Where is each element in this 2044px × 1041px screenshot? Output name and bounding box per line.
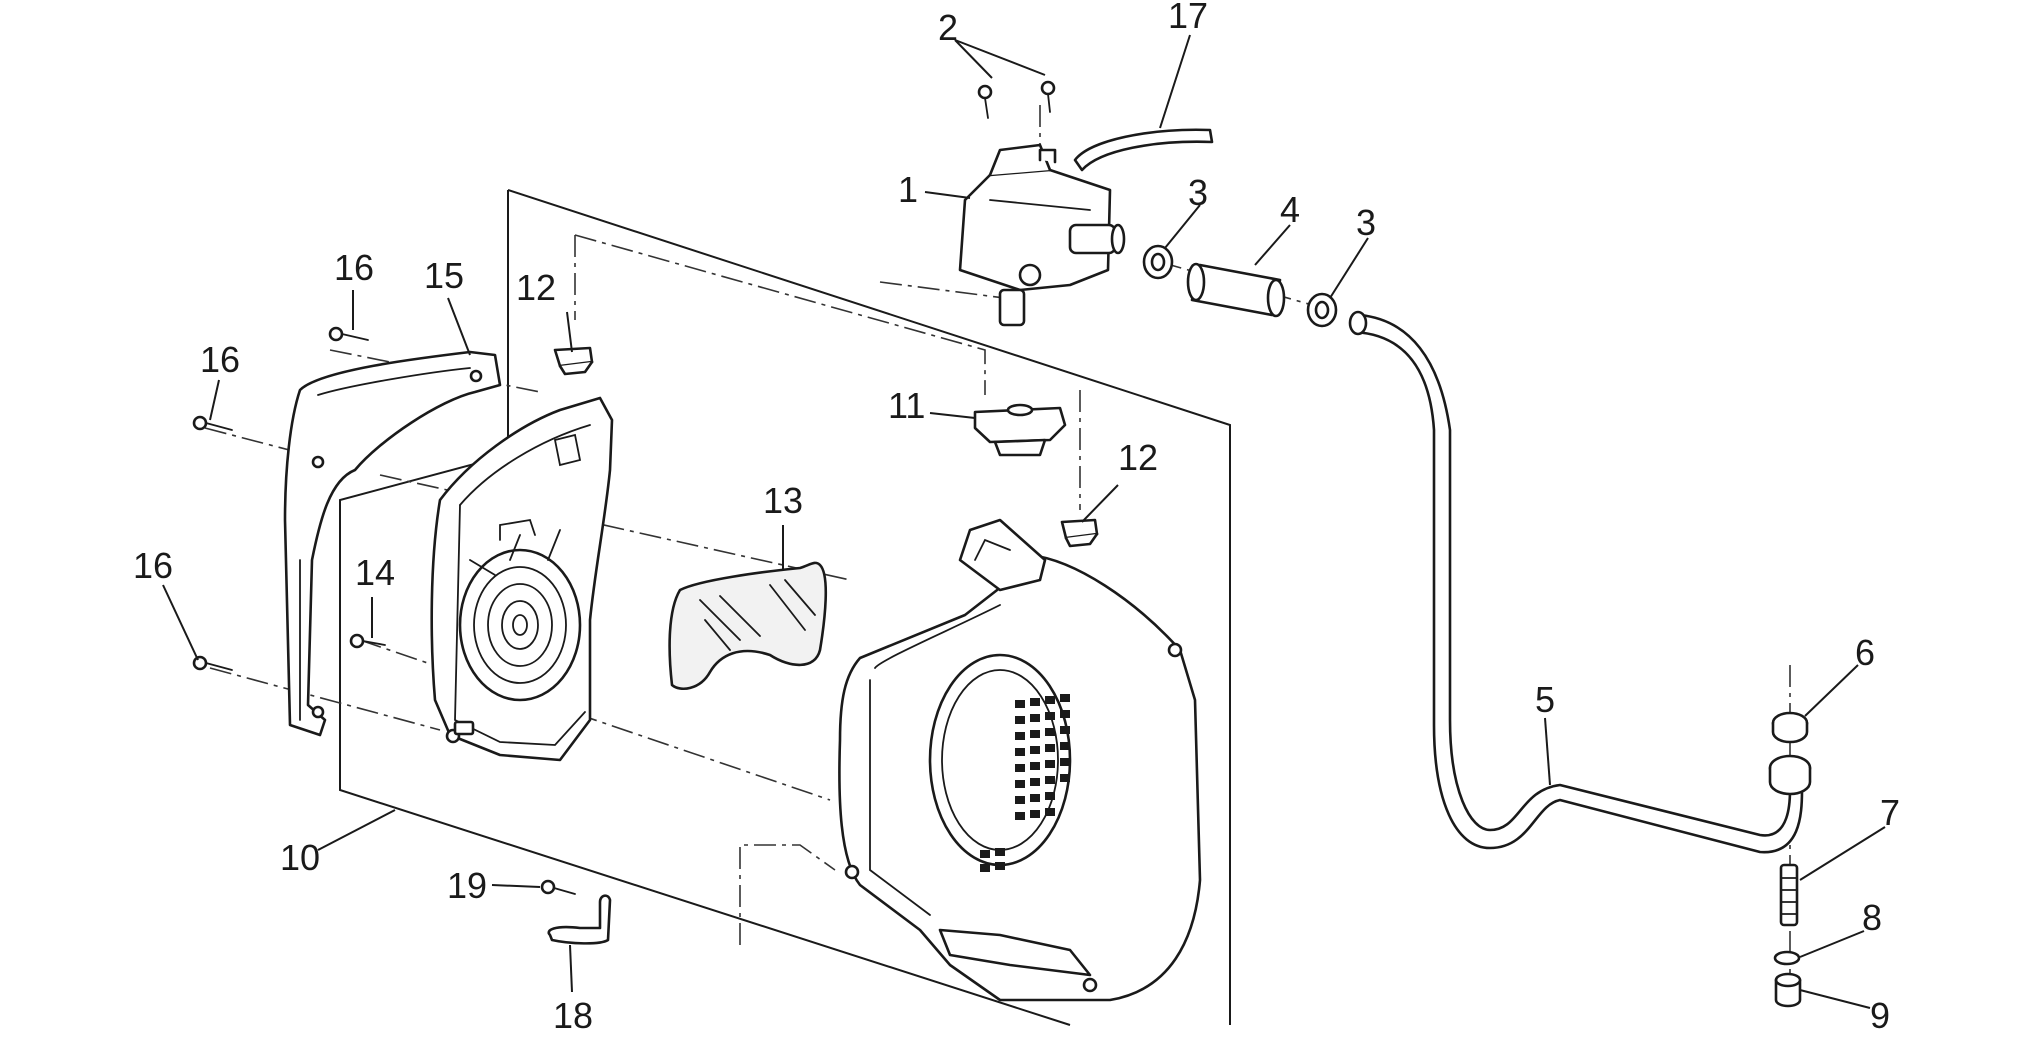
callout-10: 10 <box>280 837 320 878</box>
callout-16-low: 16 <box>133 545 173 586</box>
part-1-valve <box>958 143 1126 327</box>
callout-16-mid: 16 <box>200 339 240 380</box>
part-10-fan-cover <box>430 396 614 762</box>
part-6-grommet-lower <box>1768 754 1812 796</box>
callout-12-top: 12 <box>516 267 556 308</box>
callout-8: 8 <box>1862 897 1882 938</box>
callout-labels: 2 17 1 3 4 3 5 6 7 8 9 10 11 12 12 13 14… <box>133 0 1900 1036</box>
part-12-clip-top <box>553 346 594 376</box>
callout-19: 19 <box>447 865 487 906</box>
part-6-grommet <box>1771 711 1809 744</box>
part-4-connector <box>1186 262 1286 318</box>
fan-shroud <box>838 518 1202 1002</box>
callout-7: 7 <box>1880 792 1900 833</box>
part-8-washer <box>1773 950 1801 966</box>
part-11-mount <box>973 403 1067 457</box>
callout-6: 6 <box>1855 632 1875 673</box>
assembly-frame <box>339 189 1231 1026</box>
callout-9: 9 <box>1870 995 1890 1036</box>
part-17-hose <box>1073 128 1214 172</box>
callout-5: 5 <box>1535 679 1555 720</box>
callout-12-right: 12 <box>1118 437 1158 478</box>
callout-17: 17 <box>1168 0 1208 36</box>
callout-2: 2 <box>938 7 958 48</box>
part-16-screw-mid <box>192 415 233 431</box>
shroud-vents <box>980 694 1070 872</box>
callout-3-right: 3 <box>1356 202 1376 243</box>
part-19-screw <box>540 879 576 895</box>
part-9-nut <box>1774 972 1802 1008</box>
callout-3-left: 3 <box>1188 172 1208 213</box>
part-3-clamp-right <box>1306 292 1338 328</box>
part-13-pad <box>668 561 828 691</box>
part-3-clamp-left <box>1142 244 1174 280</box>
part-5-hose <box>1348 310 1804 854</box>
callout-1: 1 <box>898 169 918 210</box>
part-12-clip-right <box>1060 518 1099 548</box>
callout-14: 14 <box>355 552 395 593</box>
part-7-stud <box>1779 863 1799 927</box>
callout-11: 11 <box>888 385 925 426</box>
part-14-screw <box>349 633 386 649</box>
part-15-cover-plate <box>283 350 502 737</box>
part-2-screws <box>977 80 1056 119</box>
part-16-screw-top <box>328 326 369 342</box>
callout-16-top: 16 <box>334 247 374 288</box>
part-18-spring-clip <box>547 894 612 945</box>
callout-4: 4 <box>1280 189 1300 230</box>
callout-15: 15 <box>424 255 464 296</box>
callout-13: 13 <box>763 480 803 521</box>
callout-18: 18 <box>553 995 593 1036</box>
leader-lines <box>162 34 1886 1009</box>
